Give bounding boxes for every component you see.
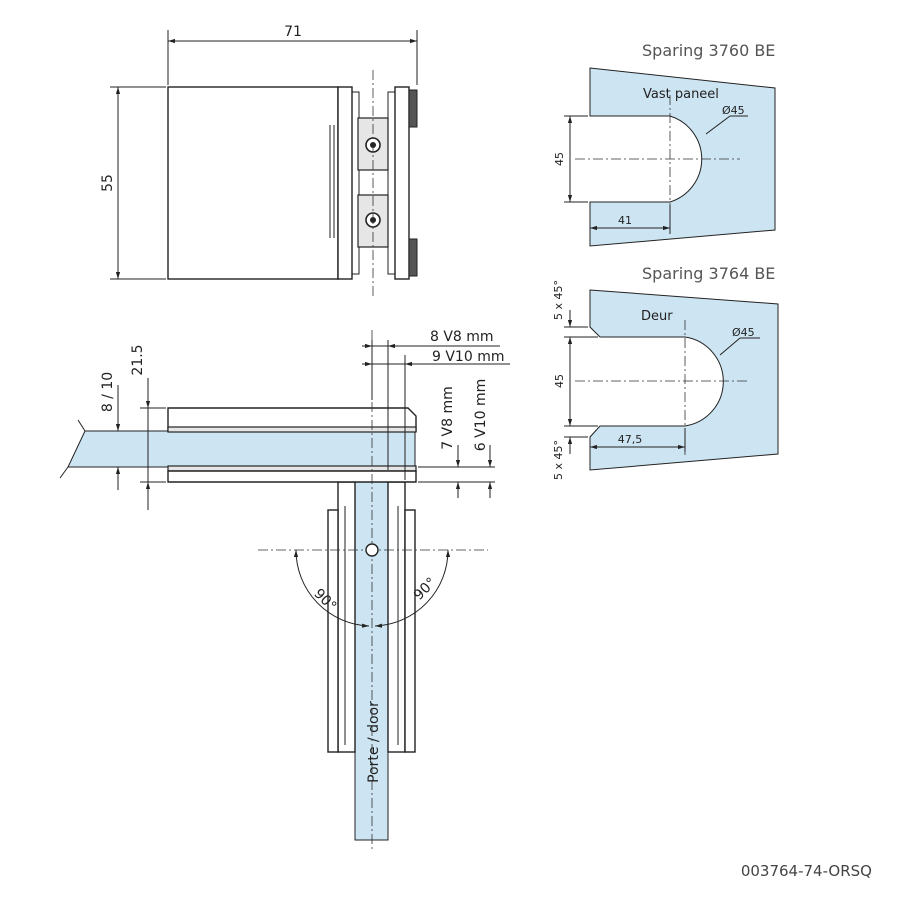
cutout-3764-chamfer-top: 5 x 45° <box>552 280 565 320</box>
cutout-3760-diameter: Ø45 <box>722 104 745 117</box>
door-label: Porte / door <box>366 701 382 783</box>
top-view: 71 55 <box>100 24 418 298</box>
cutout-3760: Sparing 3760 BE Vast paneel Ø45 45 41 <box>553 41 776 247</box>
cutout-3760-panel-label: Vast paneel <box>643 87 719 102</box>
dim-7-v8-label: 7 V8 mm <box>440 386 456 450</box>
clamp-gap-label: 21.5 <box>130 344 146 375</box>
height-55-label: 55 <box>100 174 116 192</box>
clamp-body-top <box>167 86 339 280</box>
cutout-3760-depth: 41 <box>618 214 632 227</box>
glass-thickness-label: 8 / 10 <box>100 372 116 412</box>
cutout-3764-chamfer-bottom: 5 x 45° <box>552 440 565 480</box>
door-glass <box>354 469 389 841</box>
cutout-3760-height: 45 <box>553 152 566 166</box>
cutout-3764-height: 45 <box>553 374 566 388</box>
width-71-label: 71 <box>284 24 302 40</box>
cutout-3764-diameter: Ø45 <box>732 326 755 339</box>
fixed-panel-glass <box>67 430 416 468</box>
dim-8-v8-label: 8 V8 mm <box>430 329 494 345</box>
cutout-3764: Sparing 3764 BE Deur Ø45 45 5 x 45° 5 x … <box>552 264 779 480</box>
dim-6-v10-label: 6 V10 mm <box>473 379 489 451</box>
clamp-plate-right <box>394 86 410 280</box>
pivot-point <box>365 543 379 557</box>
cutout-3760-glass <box>589 67 776 247</box>
front-view: 90° 90° Porte / door 8 / 10 21.5 8 V8 mm… <box>59 329 510 850</box>
drawing-code: 003764-74-ORSQ <box>741 862 872 880</box>
cutout-3764-panel-label: Deur <box>641 309 673 324</box>
cutout-3764-title: Sparing 3764 BE <box>642 264 775 283</box>
cutout-3764-glass <box>589 289 779 471</box>
cutout-3760-title: Sparing 3760 BE <box>642 41 775 60</box>
dim-9-v10-label: 9 V10 mm <box>432 349 504 365</box>
cutout-3764-depth: 47,5 <box>618 433 643 446</box>
clamp-plate-top <box>337 86 353 280</box>
